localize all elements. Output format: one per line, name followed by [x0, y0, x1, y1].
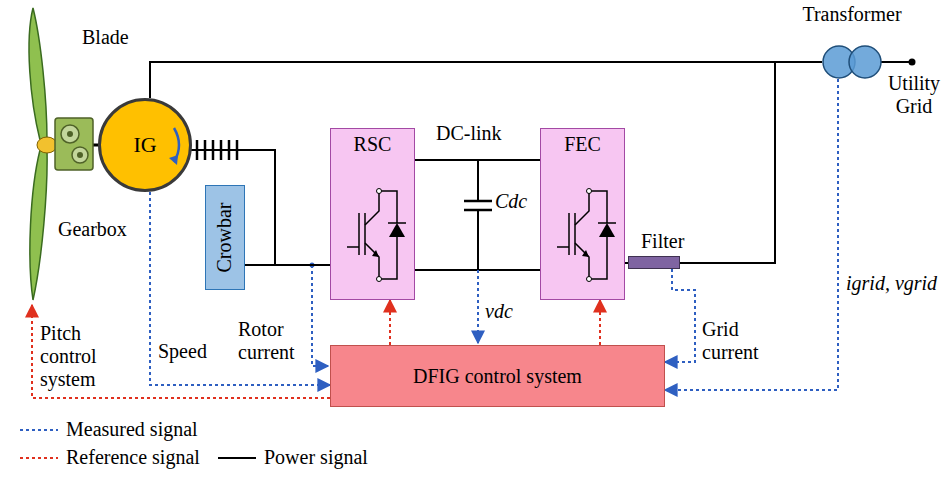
legend-text: Power signal — [264, 446, 368, 469]
generator-circle: IG — [98, 98, 192, 192]
igbt-stroke — [568, 213, 570, 255]
part-name: Gearbox — [58, 218, 127, 241]
legend-text: Measured signal — [66, 418, 198, 441]
part-name: Blade — [82, 26, 129, 49]
converter-box: FEC — [540, 128, 625, 300]
generator-circle — [100, 100, 191, 191]
part-name: Utility Grid — [884, 72, 944, 118]
gear — [61, 125, 79, 143]
signal-line — [599, 300, 601, 345]
filter-box: Filter — [628, 256, 680, 269]
power-line — [680, 62, 822, 263]
diode — [599, 223, 615, 237]
signal-line — [665, 269, 695, 362]
slip-ring — [228, 140, 231, 160]
transformer-outline — [822, 45, 882, 79]
part-name: DC-link — [436, 122, 502, 145]
dc-rail — [415, 269, 540, 271]
vdc-signal — [477, 270, 479, 343]
signal-label: Speed — [158, 340, 207, 363]
emitter-arrow — [372, 250, 379, 257]
crowbar-box: Crowbar — [205, 185, 245, 290]
signal-label: Pitch control system — [40, 322, 135, 391]
igbt-stroke — [379, 191, 397, 223]
gearbox-symbol — [55, 118, 93, 170]
slip-ring — [204, 140, 207, 160]
node-label: RSC — [354, 133, 392, 156]
node-label: FEC — [564, 133, 601, 156]
signal-label: Rotor current — [238, 318, 308, 364]
igbt-stroke — [589, 191, 607, 223]
slip-ring — [236, 140, 239, 160]
legend-sample — [20, 457, 58, 459]
blade-upper — [29, 8, 47, 140]
capacitor-lead — [477, 210, 479, 270]
gear — [72, 147, 88, 163]
grid-terminal — [909, 59, 916, 66]
node-label: Crowbar — [214, 203, 237, 273]
slip-ring — [220, 140, 223, 160]
terminal — [587, 277, 592, 282]
control-box: DFIG control system — [330, 345, 665, 407]
terminal — [377, 277, 382, 282]
diode — [389, 223, 405, 237]
pitch-signal — [32, 305, 330, 398]
power-line — [150, 62, 822, 98]
igbt-stroke — [379, 237, 397, 279]
capacitor-plate — [464, 200, 492, 203]
signal-line — [389, 300, 391, 345]
hub — [37, 137, 57, 153]
component-name: Cdc — [495, 190, 527, 213]
signal-label: Grid current — [702, 318, 772, 364]
rotor-current-signal — [312, 265, 328, 366]
tap-dot — [310, 263, 315, 268]
legend-text: Reference signal — [66, 446, 200, 469]
terminal — [377, 189, 382, 194]
gear-hub — [77, 152, 83, 158]
igbt-stroke — [358, 213, 360, 255]
slip-ring — [212, 140, 215, 160]
rotor-wire — [190, 149, 250, 151]
emitter-arrow — [582, 250, 589, 257]
igbt-stroke — [589, 237, 607, 279]
shaft — [55, 144, 100, 147]
grid-wire — [881, 61, 911, 63]
igbt-stroke — [575, 243, 589, 279]
slip-rings — [197, 140, 237, 160]
power-line — [245, 264, 330, 266]
capacitor-plate — [464, 209, 492, 212]
blade-lower — [30, 150, 47, 300]
igbt-stroke — [365, 191, 379, 225]
igbt-stroke — [347, 246, 359, 248]
igbt-stroke — [574, 213, 576, 255]
legend-sample — [218, 457, 256, 459]
signal-name: vdc — [485, 300, 513, 323]
power-line — [415, 159, 540, 161]
capacitor-lead — [477, 160, 479, 201]
signal-line — [665, 79, 838, 390]
node-label: IG — [133, 132, 156, 157]
node-label: Transformer — [802, 3, 901, 26]
transformer-winding — [849, 46, 881, 78]
converter-box: RSC — [330, 128, 415, 300]
slip-ring — [196, 140, 199, 160]
igbt-stroke — [365, 243, 379, 279]
igbt-stroke — [575, 191, 589, 225]
igbt-stroke — [364, 213, 366, 255]
igbt-stroke — [557, 246, 569, 248]
gear-hub — [67, 131, 73, 137]
node-label: Filter — [641, 230, 684, 253]
node-label: DFIG control system — [413, 365, 582, 388]
terminal — [587, 189, 592, 194]
legend-sample — [20, 429, 58, 431]
rotation-arrowhead — [169, 155, 178, 165]
transformer-symbol: Transformer — [822, 45, 882, 79]
signal-label: igrid, vgrid — [846, 272, 937, 295]
